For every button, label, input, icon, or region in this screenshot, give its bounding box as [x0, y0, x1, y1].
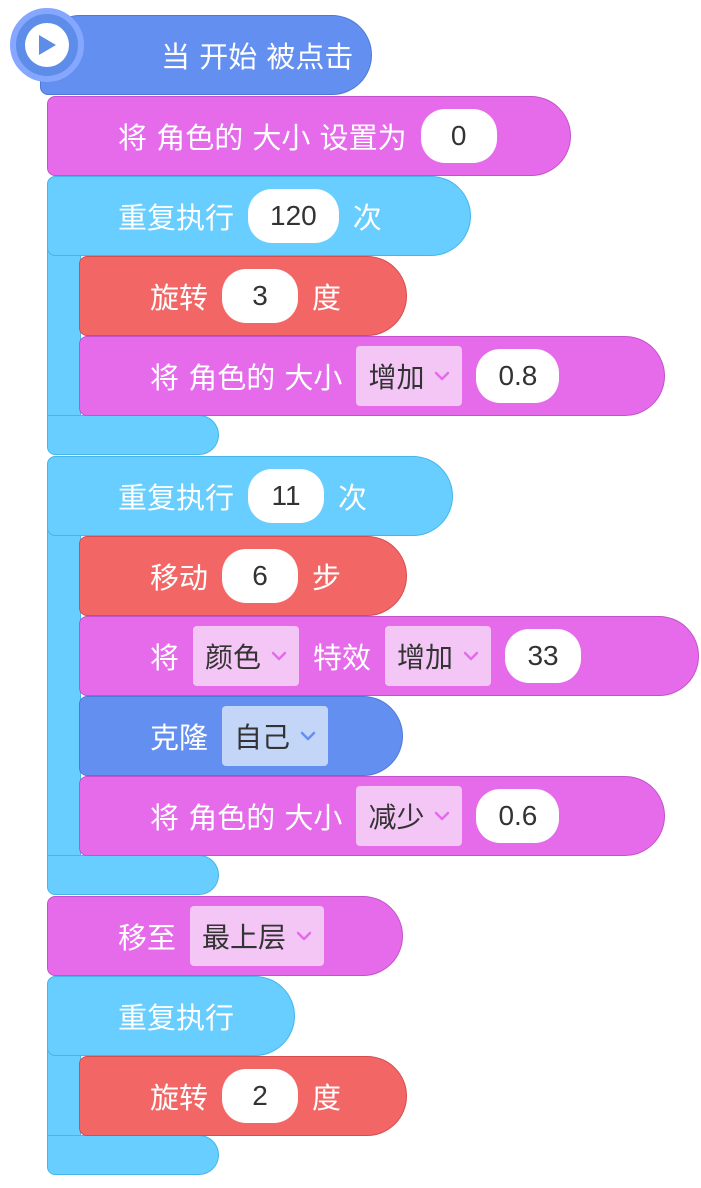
forever-label: 重复执行: [118, 1001, 235, 1035]
turn1-label: 旋转: [150, 281, 209, 315]
turn-block-1[interactable]: 旋转 3 度: [79, 256, 407, 336]
repeat-block-1[interactable]: 重复执行 120 次: [47, 176, 471, 256]
change-size1-value-input[interactable]: 0.8: [476, 349, 560, 403]
chevron-down-icon: [463, 650, 479, 662]
change-effect-block[interactable]: 将 颜色 特效 增加 33: [79, 616, 699, 696]
change-size1-label: 将 角色的 大小: [150, 361, 343, 395]
change-size1-op-dropdown[interactable]: 增加: [356, 346, 463, 406]
set-size-label: 将 角色的 大小 设置为: [118, 121, 407, 155]
play-icon-inner: [25, 23, 69, 67]
goto-layer-dropdown[interactable]: 最上层: [190, 906, 325, 966]
goto-layer-text: 最上层: [202, 921, 287, 954]
effect-type-dropdown[interactable]: 颜色: [193, 626, 300, 686]
hat-label: 当 开始 被点击: [161, 40, 354, 74]
repeat2-arm: [47, 520, 81, 860]
effect-value-input[interactable]: 33: [505, 629, 582, 683]
repeat1-count-input[interactable]: 120: [248, 189, 339, 243]
repeat2-foot: [47, 855, 219, 895]
forever-block[interactable]: 重复执行: [47, 976, 295, 1056]
turn1-suffix: 度: [312, 281, 342, 315]
repeat2-count-input[interactable]: 11: [248, 469, 325, 523]
chevron-down-icon: [296, 930, 312, 942]
repeat-block-2[interactable]: 重复执行 11 次: [47, 456, 453, 536]
repeat1-arm: [47, 240, 81, 420]
set-size-block[interactable]: 将 角色的 大小 设置为 0: [47, 96, 571, 176]
chevron-down-icon: [300, 730, 316, 742]
repeat1-suffix: 次: [352, 201, 382, 235]
repeat2-suffix: 次: [338, 481, 368, 515]
set-size-value-input[interactable]: 0: [420, 109, 497, 163]
clone-label: 克隆: [150, 721, 209, 755]
effect-mid-label: 特效: [313, 641, 372, 675]
turn2-suffix: 度: [312, 1081, 342, 1115]
clone-target-dropdown[interactable]: 自己: [222, 706, 329, 766]
forever-foot: [47, 1135, 219, 1175]
change-size2-value-input[interactable]: 0.6: [476, 789, 560, 843]
goto-layer-block[interactable]: 移至 最上层: [47, 896, 403, 976]
change-size2-op-text: 减少: [368, 801, 425, 834]
chevron-down-icon: [434, 370, 450, 382]
change-size-block-2[interactable]: 将 角色的 大小 减少 0.6: [79, 776, 665, 856]
move-label: 移动: [150, 561, 209, 595]
clone-target-text: 自己: [234, 721, 291, 754]
turn2-label: 旋转: [150, 1081, 209, 1115]
repeat2-label: 重复执行: [118, 481, 235, 515]
effect-op-dropdown[interactable]: 增加: [385, 626, 492, 686]
repeat1-label: 重复执行: [118, 201, 235, 235]
turn-block-2[interactable]: 旋转 2 度: [79, 1056, 407, 1136]
move-suffix: 步: [312, 561, 342, 595]
change-size2-label: 将 角色的 大小: [150, 801, 343, 835]
turn2-value-input[interactable]: 2: [222, 1069, 299, 1123]
forever-arm: [47, 1040, 81, 1140]
move-block[interactable]: 移动 6 步: [79, 536, 407, 616]
when-start-clicked-block[interactable]: 当 开始 被点击: [40, 15, 372, 95]
repeat1-foot: [47, 415, 219, 455]
effect-prefix: 将: [150, 641, 180, 675]
effect-op-text: 增加: [397, 641, 454, 674]
chevron-down-icon: [271, 650, 287, 662]
move-value-input[interactable]: 6: [222, 549, 299, 603]
change-size-block-1[interactable]: 将 角色的 大小 增加 0.8: [79, 336, 665, 416]
chevron-down-icon: [434, 810, 450, 822]
clone-block[interactable]: 克隆 自己: [79, 696, 403, 776]
change-size1-op-text: 增加: [368, 361, 425, 394]
goto-layer-label: 移至: [118, 921, 177, 955]
change-size2-op-dropdown[interactable]: 减少: [356, 786, 463, 846]
turn1-value-input[interactable]: 3: [222, 269, 299, 323]
play-icon[interactable]: [10, 8, 84, 82]
effect-type-text: 颜色: [205, 641, 262, 674]
